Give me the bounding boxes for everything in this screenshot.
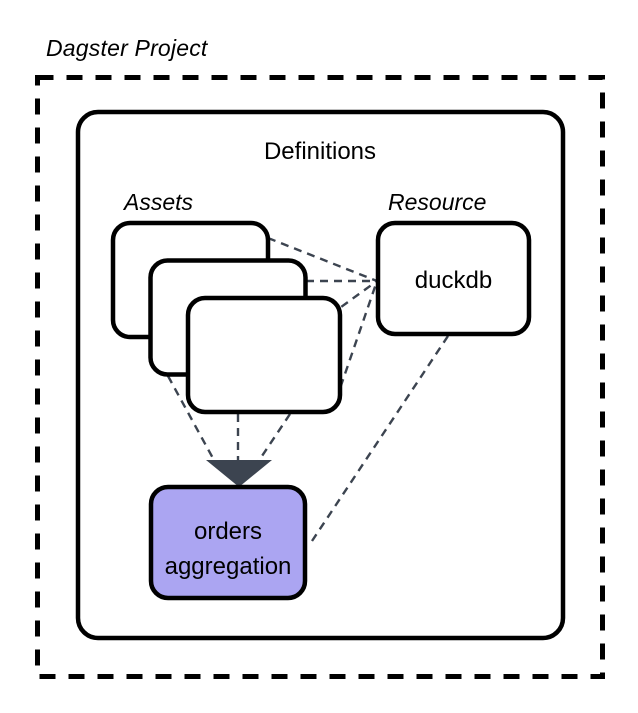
- edge-asset3b-to-orders: [257, 413, 291, 463]
- asset-node-orders-aggregation[interactable]: [148, 484, 308, 601]
- edge-asset3b-to-duckdb: [334, 280, 379, 401]
- orders-aggregation-label-line1: orders: [194, 518, 262, 545]
- section-label-assets: Assets: [122, 189, 194, 215]
- section-label-resource: Resource: [388, 189, 486, 215]
- resource-node-label: duckdb: [415, 267, 492, 294]
- edge-asset1-to-duckdb: [267, 236, 378, 283]
- resource-node-duckdb[interactable]: [375, 220, 532, 337]
- page-title: Dagster Project: [46, 35, 209, 61]
- asset-card-front[interactable]: [185, 295, 343, 415]
- orders-aggregation-label-line2: aggregation: [165, 553, 292, 580]
- edge-asset3-to-duckdb: [329, 280, 378, 316]
- arrowhead-into-orders-aggregation: [206, 460, 272, 487]
- edge-asset2-to-orders: [166, 375, 217, 463]
- definitions-title: Definitions: [264, 138, 376, 165]
